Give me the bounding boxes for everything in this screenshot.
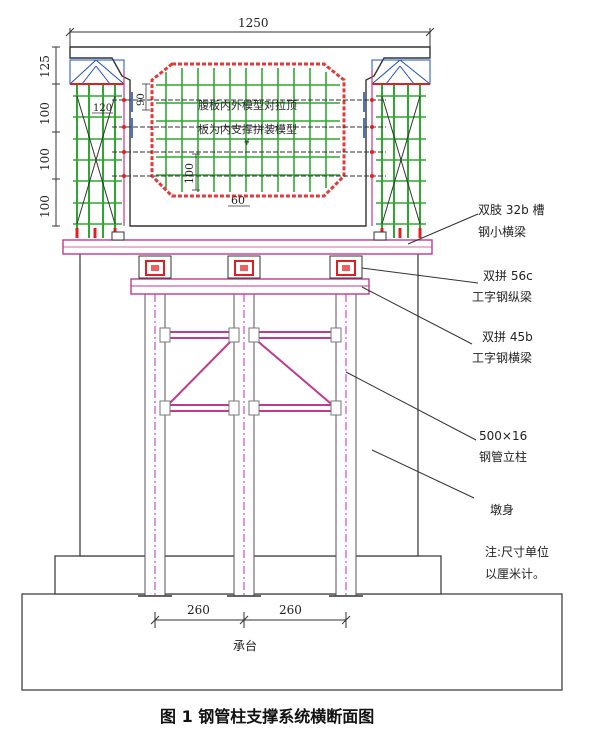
label-steel-pipe-l1: 500×16 [479, 429, 527, 443]
channel-32b-crossbeam [62, 239, 433, 255]
inner-formwork-boundary [150, 62, 346, 198]
i-beam-56c-longitudinal [138, 255, 363, 279]
right-scaffold-tower [376, 84, 426, 238]
dim-small-90: 90 [136, 93, 147, 106]
dim-left-100-b: 100 [38, 148, 52, 171]
right-cantilever-bracket [371, 59, 431, 85]
dim-inner-60: 60 [231, 194, 245, 207]
label-beam-56c-l1: 双拼 56c [483, 269, 533, 283]
leader-lines [345, 213, 479, 499]
label-channel-32b-l2: 钢小横梁 [478, 224, 526, 239]
left-height-dimension [52, 46, 60, 227]
i-beam-45b-transverse [130, 278, 370, 295]
dim-spacing-260-left: 260 [187, 603, 210, 617]
column-left [144, 277, 166, 597]
label-beam-45b-l2: 工字钢横梁 [472, 350, 532, 365]
inner-support-grid [156, 68, 340, 192]
label-steel-pipe-l2: 钢管立柱 [479, 449, 527, 464]
left-scaffold-tower [73, 84, 122, 238]
girder-bearing-blocks [111, 231, 387, 241]
inner-note-line2: 板为内支撑拼装模型 [198, 122, 297, 136]
label-pile-cap: 承台 [233, 638, 257, 653]
dim-spacing-260-right: 260 [279, 603, 302, 617]
dim-top-width: 1250 [238, 16, 269, 30]
dim-left-100-a: 100 [38, 102, 52, 125]
web-tie-rods [112, 99, 386, 177]
note-units-l2: 以厘米计。 [485, 567, 545, 581]
figure-caption: 图 1 钢管柱支撑系统横断面图 [160, 707, 374, 726]
label-beam-45b-l1: 双拼 45b [482, 330, 533, 344]
top-width-dimension [65, 27, 435, 47]
dim-left-100-c: 100 [38, 195, 52, 218]
column-spacing-dimension [150, 612, 351, 628]
column-bracing [164, 331, 337, 412]
dim-inner-120: 120 [93, 103, 112, 114]
label-beam-56c-l2: 工字钢纵梁 [472, 289, 532, 304]
pile-cap [21, 593, 563, 691]
steel-pipe-columns [138, 277, 363, 597]
inner-note-mark: ¥ [244, 138, 250, 148]
note-units-l1: 注:尺寸单位 [485, 544, 549, 559]
inner-note-line1: 腹板内外模型对拉顶 [198, 98, 297, 112]
box-girder-section [69, 46, 431, 227]
dim-left-125: 125 [38, 55, 52, 78]
column-right [335, 277, 357, 597]
label-pier-body: 墩身 [490, 502, 514, 517]
label-channel-32b-l1: 双肢 32b 槽 [478, 202, 545, 217]
dim-inner-100: 100 [183, 163, 196, 184]
column-middle [233, 277, 255, 597]
